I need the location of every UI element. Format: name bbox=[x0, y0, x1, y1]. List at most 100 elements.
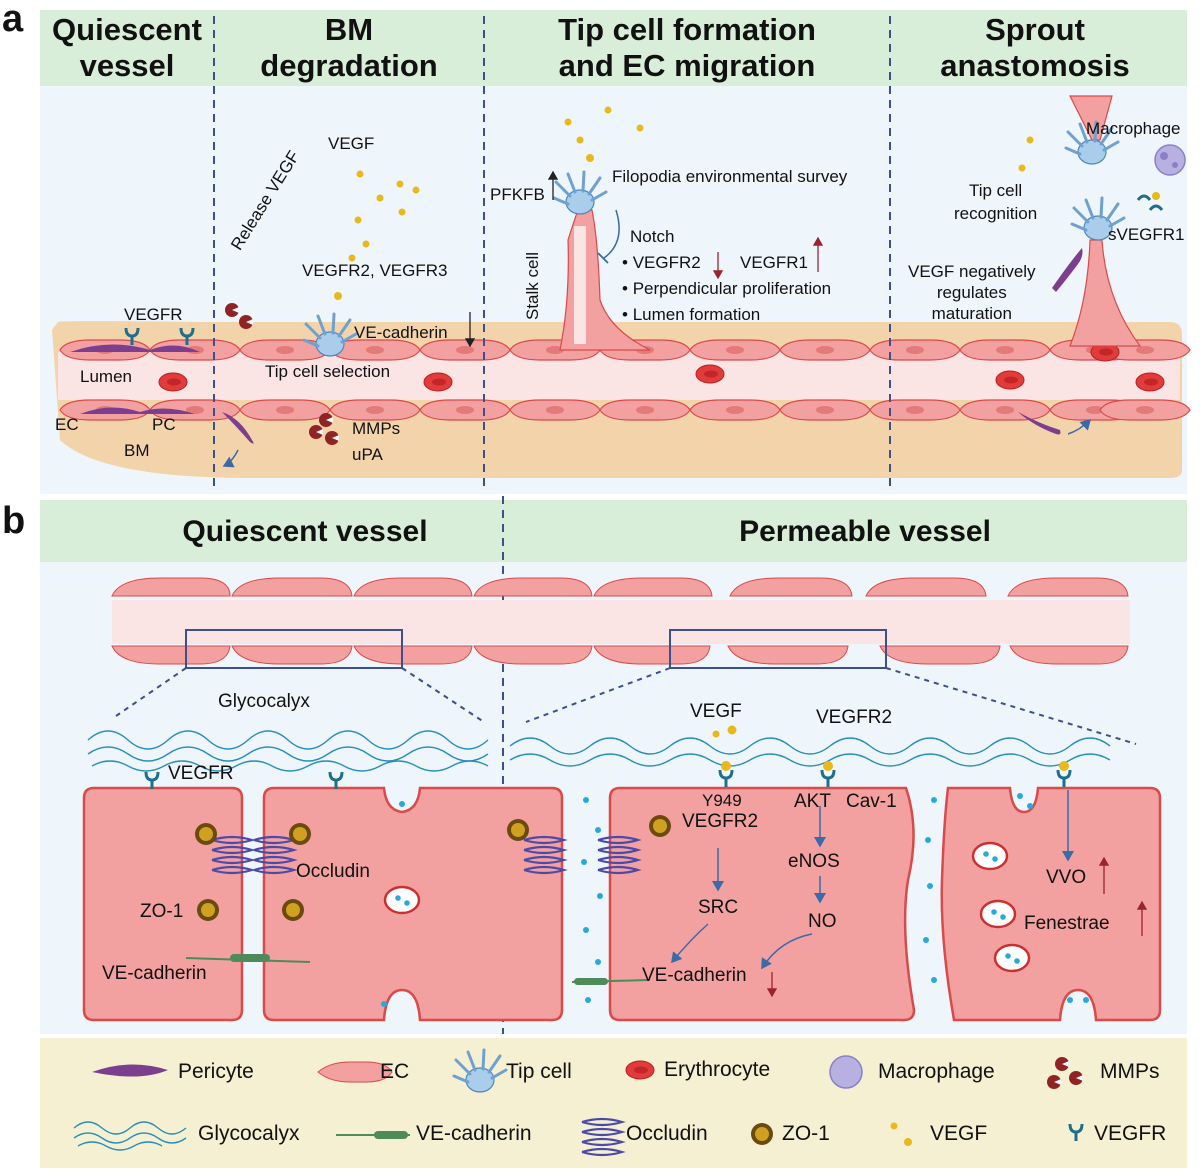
label-tip-cell-selection: Tip cell selection bbox=[265, 362, 391, 381]
label-vegfr1-up: VEGFR1 bbox=[740, 253, 809, 272]
erythrocyte bbox=[695, 364, 725, 384]
legend-label-pericyte: Pericyte bbox=[178, 1060, 254, 1083]
legend-label-vegf: VEGF bbox=[930, 1122, 988, 1145]
cell-quiescent-left bbox=[82, 786, 244, 1022]
zo1-protein bbox=[289, 823, 311, 845]
label-fenestrae: Fenestrae bbox=[1024, 913, 1110, 934]
label-lumen-formation: • Lumen formation bbox=[622, 305, 761, 324]
pericyte-icon bbox=[92, 1064, 168, 1077]
label-pfkfb: PFKFB bbox=[490, 185, 545, 204]
header-permeable-vessel: Permeable vessel bbox=[739, 515, 991, 548]
label-bm: BM bbox=[124, 441, 150, 460]
label-glycocalyx: Glycocalyx bbox=[218, 691, 310, 712]
panel-a-letter: a bbox=[2, 0, 24, 40]
panel-a-header-bg bbox=[40, 10, 1187, 86]
legend-label-ve-cadherin: VE-cadherin bbox=[416, 1122, 532, 1145]
erythrocyte bbox=[995, 370, 1025, 390]
legend-label-tip-cell: Tip cell bbox=[506, 1060, 572, 1083]
label-vegf: VEGF bbox=[328, 134, 375, 153]
pericyte-sprout bbox=[1052, 248, 1083, 292]
pericyte-detaching bbox=[222, 412, 254, 444]
legend-label-zo1: ZO-1 bbox=[782, 1122, 830, 1145]
legend-label-mmps: MMPs bbox=[1100, 1060, 1160, 1083]
erythrocyte bbox=[1135, 372, 1165, 392]
label-filopodia: Filopodia environmental survey bbox=[612, 167, 848, 186]
label-notch: Notch bbox=[630, 227, 675, 246]
vesicle bbox=[971, 841, 1009, 871]
legend-label-glycocalyx: Glycocalyx bbox=[198, 1122, 300, 1145]
zo1-protein bbox=[507, 819, 529, 841]
macrophage-icon bbox=[829, 1055, 863, 1089]
legend-label-ec: EC bbox=[380, 1060, 410, 1083]
label-macrophage: Macrophage bbox=[1086, 119, 1181, 138]
label-src: SRC bbox=[698, 897, 739, 918]
glycocalyx-icon bbox=[73, 1121, 187, 1151]
zo1-protein bbox=[195, 823, 217, 845]
svegfr1-soluble bbox=[1136, 194, 1164, 211]
label-vegfr2-top: VEGFR2 bbox=[816, 707, 893, 728]
legend-label-erythrocyte: Erythrocyte bbox=[664, 1058, 771, 1081]
cell-permeable-left bbox=[608, 786, 916, 1022]
vegf-dots bbox=[348, 106, 1034, 262]
legend-label-occludin: Occludin bbox=[626, 1122, 708, 1145]
label-svegfr1: sVEGFR1 bbox=[1108, 225, 1185, 244]
ec-row-bottom-b bbox=[111, 645, 1129, 665]
zoom-box-permeable bbox=[669, 629, 887, 669]
zo1-protein bbox=[197, 899, 219, 921]
ve-cadherin-icon bbox=[336, 1131, 410, 1139]
anastomosis-top bbox=[1069, 95, 1113, 141]
label-ec: EC bbox=[55, 415, 79, 434]
ec-row-top-b bbox=[111, 577, 1129, 597]
label-akt: AKT bbox=[794, 791, 831, 812]
leak-dots bbox=[381, 793, 1089, 1007]
zo1-protein bbox=[649, 815, 671, 837]
label-vegfr2-vegfr3: VEGFR2, VEGFR3 bbox=[302, 261, 448, 280]
glycocalyx-band bbox=[87, 730, 1111, 772]
label-vegf-b: VEGF bbox=[690, 701, 742, 722]
label-vvo: VVO bbox=[1046, 867, 1087, 888]
zoom-box-quiescent bbox=[185, 629, 403, 669]
vesicle bbox=[979, 899, 1017, 929]
label-lumen: Lumen bbox=[80, 367, 132, 386]
pericyte-bottom bbox=[80, 407, 195, 414]
legend-bg bbox=[40, 1038, 1187, 1168]
header-quiescent-vessel-b: Quiescent vessel bbox=[182, 515, 428, 548]
label-vegfr-b: VEGFR bbox=[168, 763, 234, 784]
label-vegfr: VEGFR bbox=[124, 305, 183, 324]
cell-permeable-right bbox=[940, 786, 1162, 1022]
vesicle bbox=[383, 885, 421, 915]
panel-b-letter: b bbox=[2, 500, 26, 542]
erythrocyte-icon bbox=[625, 1060, 655, 1080]
panel-b-header-bg bbox=[40, 500, 1187, 562]
label-cav1: Cav-1 bbox=[846, 791, 897, 812]
label-ve-cadherin-permeable: VE-cadherin bbox=[642, 965, 747, 986]
zo1-protein bbox=[282, 899, 304, 921]
zo1-icon bbox=[751, 1123, 773, 1145]
label-vegfr2-cell: VEGFR2 bbox=[682, 811, 759, 832]
pericyte-return bbox=[1018, 412, 1061, 435]
label-y949: Y949 bbox=[702, 791, 742, 810]
pericyte-top bbox=[70, 344, 200, 352]
erythrocyte bbox=[423, 372, 453, 392]
vegf-icon bbox=[890, 1122, 912, 1146]
ec-icon bbox=[317, 1061, 393, 1083]
label-ve-cadherin: VE-cadherin bbox=[354, 323, 448, 342]
label-mmps: MMPs bbox=[352, 419, 401, 438]
macrophage-body bbox=[1154, 144, 1186, 176]
legend-label-macrophage: Macrophage bbox=[878, 1060, 995, 1083]
label-enos: eNOS bbox=[788, 851, 840, 872]
label-no: NO bbox=[808, 911, 837, 932]
label-occludin: Occludin bbox=[296, 861, 370, 882]
label-upa: uPA bbox=[352, 445, 383, 464]
label-pc: PC bbox=[152, 415, 176, 434]
label-zo1: ZO-1 bbox=[140, 901, 184, 922]
erythrocyte bbox=[158, 372, 188, 392]
vesicle bbox=[993, 943, 1031, 973]
